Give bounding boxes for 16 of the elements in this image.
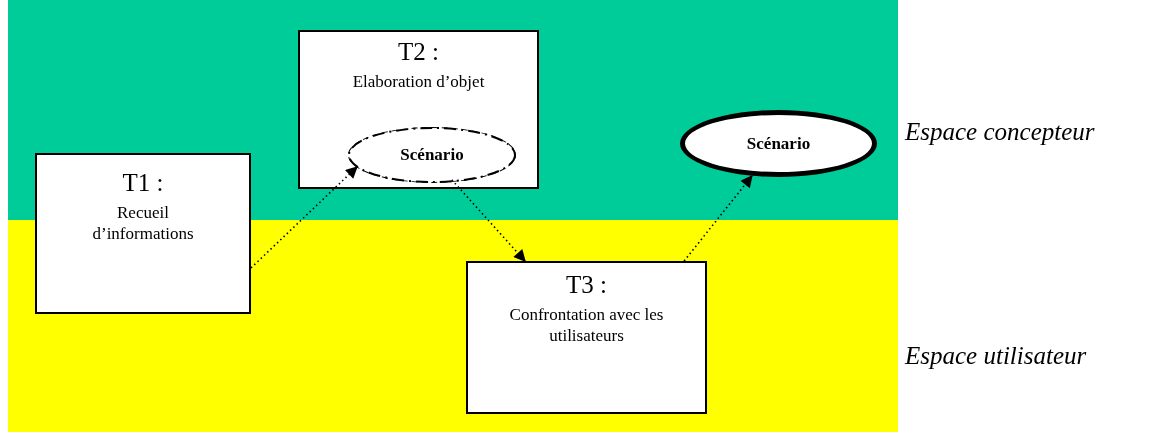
space-label: Espace concepteur xyxy=(905,118,1095,146)
dotted-arrow xyxy=(451,179,526,262)
task-title: T1 : xyxy=(122,169,164,198)
task-description: Confrontation avec les utilisateurs xyxy=(508,303,665,347)
task-box xyxy=(298,30,539,189)
task-description: Elaboration d’objet xyxy=(352,70,485,92)
scenario-label: Scénario xyxy=(400,145,464,165)
task-box xyxy=(35,153,251,314)
task-box xyxy=(466,261,707,414)
space-label: Espace utilisateur xyxy=(905,342,1087,370)
dotted-arrow xyxy=(683,175,753,262)
task-description: Recueil d’informations xyxy=(91,201,195,245)
scenario-label: Scénario xyxy=(746,133,811,154)
task-title: T3 : xyxy=(566,271,607,300)
dotted-arrow xyxy=(250,166,358,269)
task-title: T2 : xyxy=(398,38,439,67)
